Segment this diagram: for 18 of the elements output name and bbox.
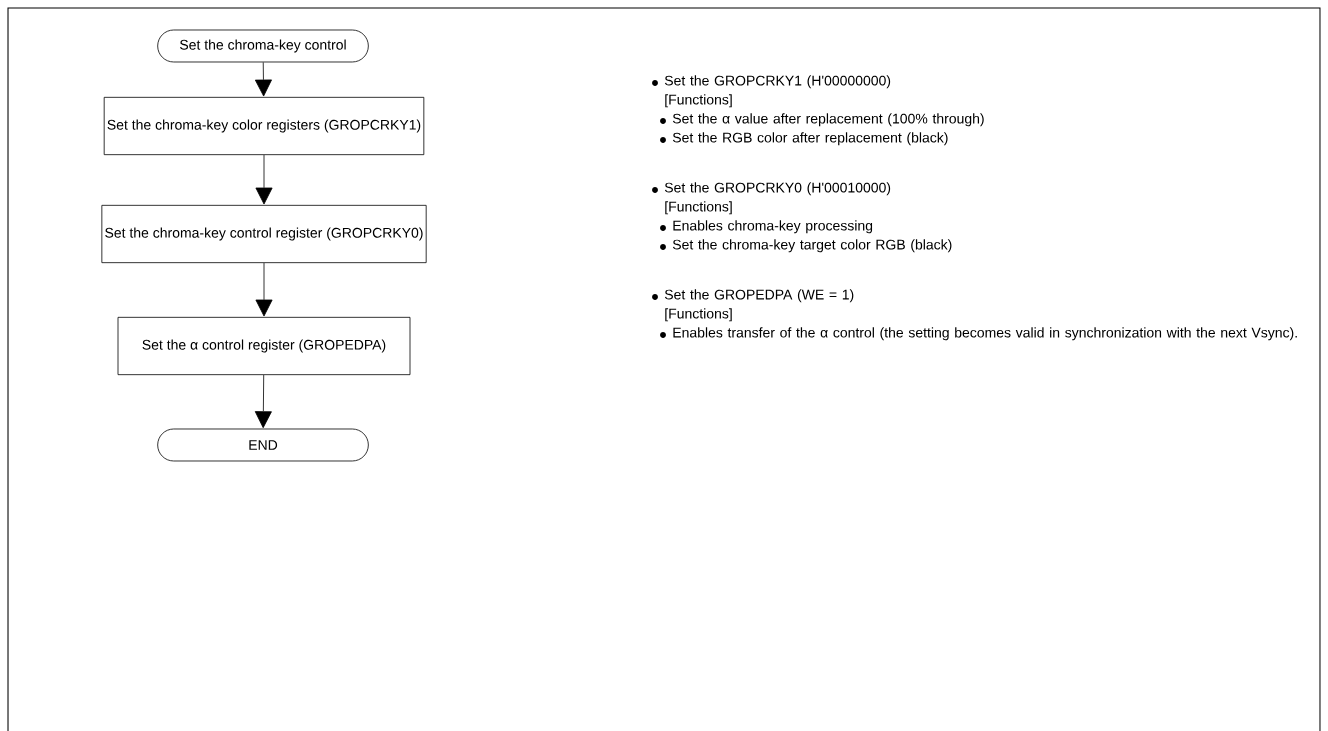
arrow [254,62,272,97]
note-text: Enables transfer of the α control (the setting becomes valid in synchronization with the next Vsync). [673,327,1297,341]
note-text: Set the GROPCRKY0 (H'00010000) [664,182,891,196]
arrow [254,374,272,429]
process-box: Set the chroma-key control register (GROPCRKY0) [101,204,427,264]
note-text: [Functions] [665,201,732,215]
process-box: Set the α control register (GROPEDPA) [117,316,411,376]
note-text: Enables chroma-key processing [673,220,873,234]
note-text: Set the GROPEDPA (WE = 1) [664,289,854,303]
note-text: [Functions] [665,94,732,108]
note-text: Set the RGB color after replacement (black) [672,132,948,146]
arrow [255,154,273,205]
arrow [255,262,273,317]
note-text: Set the GROPCRKY1 (H'00000000) [664,75,891,89]
note-text: Set the chroma-key target color RGB (black) [672,239,952,253]
note-text: Set the α value after replacement (100% through) [672,113,984,127]
process-box: Set the chroma-key color registers (GROPCRKY1) [103,96,425,156]
note-text: [Functions] [665,308,732,322]
